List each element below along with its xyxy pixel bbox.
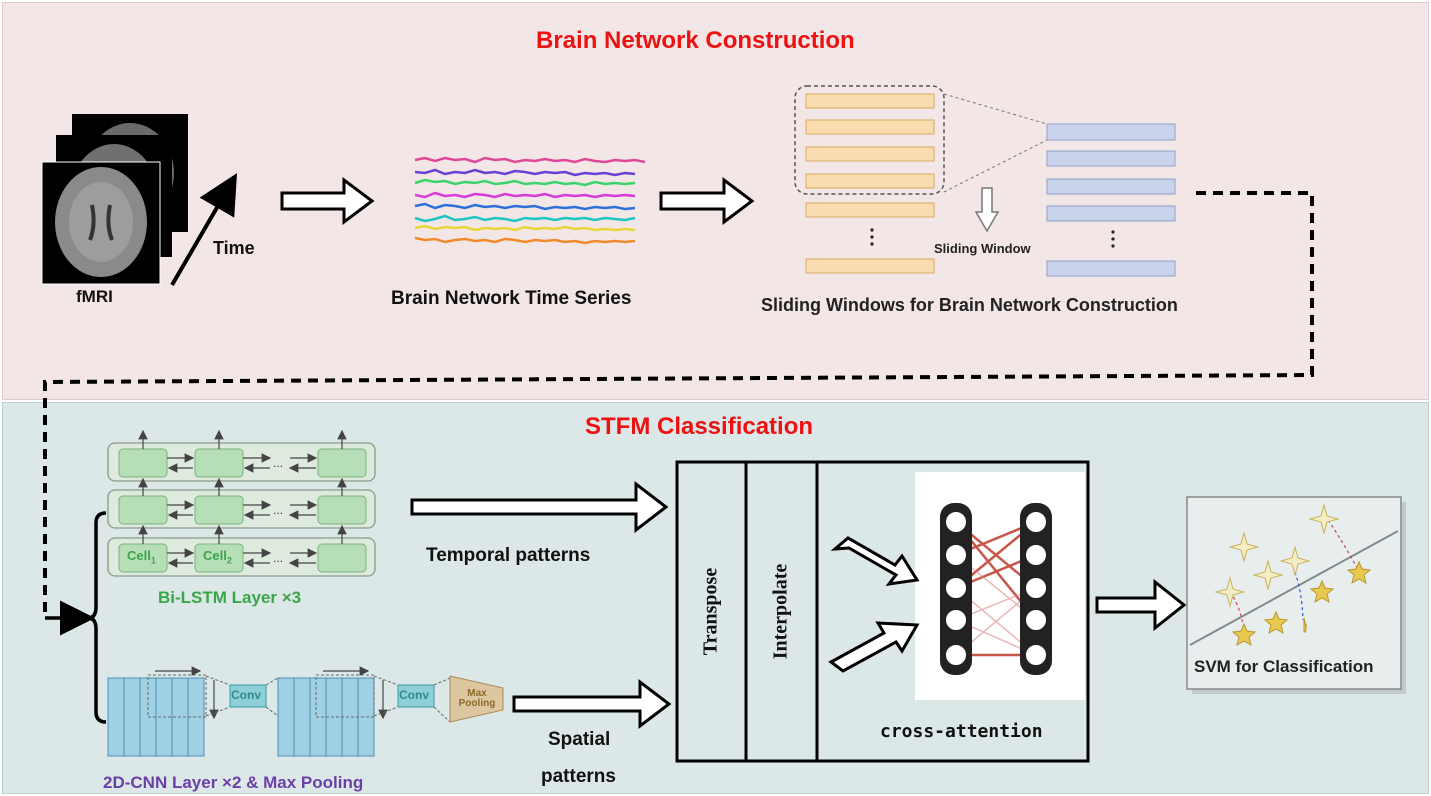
bilstm-block [107, 429, 376, 577]
time-label: Time [213, 238, 255, 258]
stfm-classification-title: STFM Classification [585, 413, 814, 440]
time-series-plot [414, 156, 646, 245]
cell1-label: Cell1 [127, 548, 156, 566]
sliding-windows-diagram [794, 85, 1176, 277]
sliding-down-arrow [974, 187, 1000, 233]
bilstm-label: Bi-LSTM Layer ×3 [158, 588, 302, 607]
temporal-patterns-label: Temporal patterns [426, 545, 591, 566]
spatial-patterns-label-2: patterns [541, 766, 616, 787]
time-series-label: Brain Network Time Series [391, 288, 632, 309]
maxpool-label: Max Pooling [458, 688, 496, 709]
ellipsis-3: ... [273, 551, 284, 565]
dashed-connector [43, 191, 1314, 618]
interpolate-label: Interpolate [769, 563, 792, 660]
ellipsis-1: ... [273, 456, 284, 470]
svm-label: SVM for Classification [1194, 657, 1374, 676]
cell2-label: Cell2 [203, 548, 232, 566]
fmri-label: fMRI [76, 287, 113, 306]
cross-attention-label: cross-attention [880, 721, 1043, 742]
cross-attention-network [940, 503, 1052, 675]
spatial-arrow [512, 678, 672, 730]
sliding-window-label: Sliding Window [934, 241, 1031, 256]
svm-panel [1186, 496, 1406, 694]
brain-network-construction-title: Brain Network Construction [536, 27, 855, 54]
branch-brace [87, 511, 107, 724]
conv-label-2: Conv [399, 688, 429, 702]
max-pooling-shape [449, 675, 504, 723]
fmri-stack [41, 114, 188, 285]
cnn-label: 2D-CNN Layer ×2 & Max Pooling [103, 773, 364, 792]
time-arrow [170, 173, 238, 287]
flow-arrow-1 [280, 177, 375, 225]
sliding-windows-caption: Sliding Windows for Brain Network Constr… [761, 295, 1178, 315]
flow-arrow-2 [659, 177, 755, 225]
conv-label-1: Conv [231, 688, 261, 702]
temporal-arrow [410, 480, 669, 534]
cnn-block [107, 666, 504, 757]
svm-arrow [1095, 578, 1187, 632]
window-highlight [794, 85, 945, 195]
transpose-label: Transpose [699, 567, 722, 656]
ellipsis-2: ... [273, 503, 284, 517]
spatial-patterns-label-1: Spatial [548, 729, 611, 750]
